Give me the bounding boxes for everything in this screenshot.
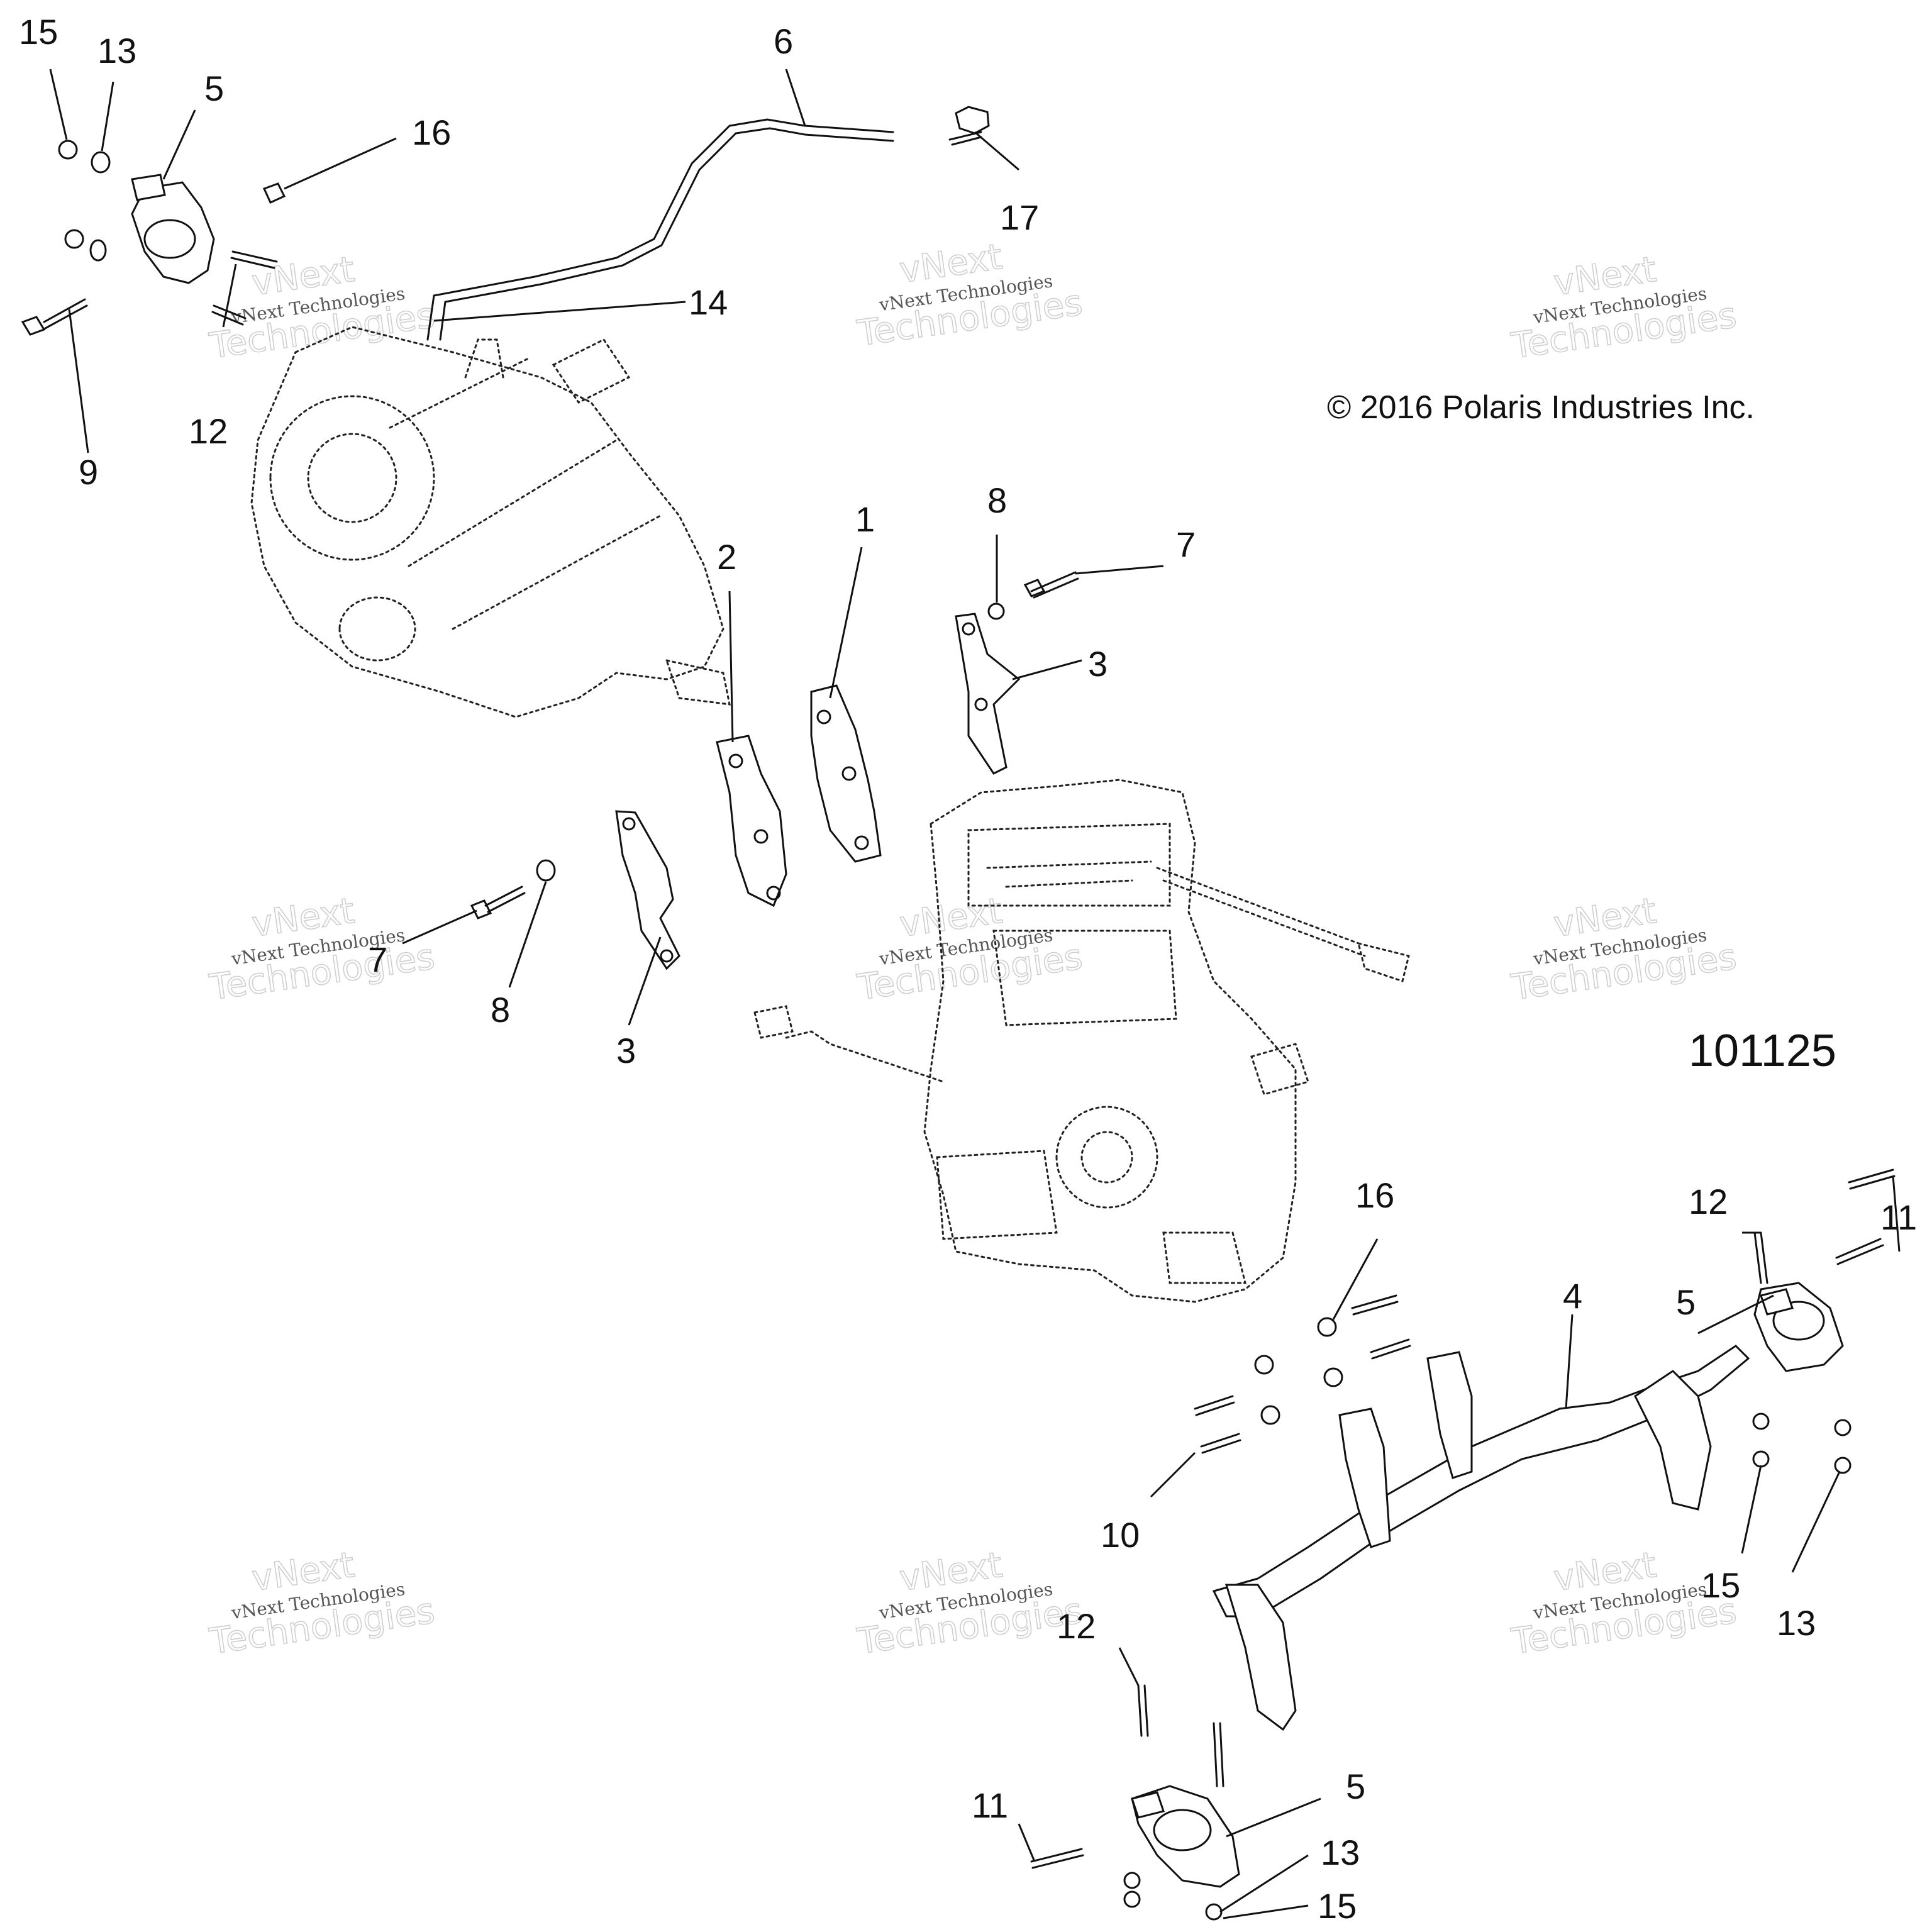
engine-illustration <box>753 779 1410 1303</box>
callout-5: 5 <box>1676 1282 1696 1322</box>
callout-5: 5 <box>204 69 224 108</box>
watermark: vNext vNext Technologies Technologies <box>1508 890 1740 1009</box>
callout-8: 8 <box>987 480 1007 520</box>
callout-13: 13 <box>1321 1833 1360 1872</box>
callout-12: 12 <box>1689 1182 1728 1221</box>
callout-13: 13 <box>97 31 136 70</box>
engine-mount-right <box>1752 1169 1896 1474</box>
callout-15: 15 <box>19 12 58 52</box>
callout-13: 13 <box>1777 1603 1816 1643</box>
watermark: vNext vNext Technologies Technologies <box>206 890 438 1009</box>
watermark: vNext vNext Technologies Technologies <box>854 1544 1085 1663</box>
watermark: vNext vNext Technologies Technologies <box>854 890 1085 1009</box>
callout-16: 16 <box>412 113 451 152</box>
callout-9: 9 <box>79 452 98 492</box>
bracket-2 <box>716 735 787 908</box>
callout-5: 5 <box>1346 1767 1365 1806</box>
callout-3: 3 <box>616 1031 636 1070</box>
watermark: vNext vNext Technologies Technologies <box>206 1544 438 1663</box>
engine-mount-top <box>131 174 215 284</box>
cross-member <box>1212 1345 1750 1731</box>
callouts: 15 13 5 16 6 17 14 12 9 8 7 1 2 3 7 8 3 … <box>19 12 1917 1926</box>
callout-15: 15 <box>1701 1565 1740 1605</box>
cable-clip <box>948 106 990 146</box>
callout-11: 11 <box>1880 1197 1917 1237</box>
callout-1: 1 <box>855 499 875 539</box>
callout-10: 10 <box>1101 1515 1140 1555</box>
engine-mount-bottom <box>1030 1684 1240 1921</box>
leader-lines <box>49 69 1901 1919</box>
callout-11: 11 <box>972 1785 1008 1825</box>
callout-3: 3 <box>1088 644 1108 684</box>
bracket-3-upper <box>955 613 1021 775</box>
callout-12: 12 <box>1057 1606 1096 1646</box>
callout-17: 17 <box>1000 197 1039 237</box>
diagram-number: 101125 <box>1689 1026 1836 1076</box>
callout-8: 8 <box>491 990 510 1030</box>
watermark: vNext vNext Technologies Technologies <box>854 236 1085 355</box>
callout-7: 7 <box>1176 525 1196 564</box>
callout-14: 14 <box>689 282 728 322</box>
callout-2: 2 <box>717 537 736 577</box>
callout-16: 16 <box>1355 1175 1394 1215</box>
transmission-illustration <box>250 326 731 718</box>
fastener-set-top-left <box>21 140 286 336</box>
bracket-3-lower <box>615 810 680 970</box>
watermark: vNext vNext Technologies Technologies <box>1508 248 1740 367</box>
fastener-set-center <box>1194 1294 1411 1454</box>
callout-7: 7 <box>368 940 387 979</box>
callout-4: 4 <box>1563 1276 1582 1316</box>
callout-12: 12 <box>189 411 228 451</box>
callout-6: 6 <box>774 21 793 61</box>
callout-15: 15 <box>1318 1886 1357 1926</box>
shift-cable <box>426 118 894 341</box>
bolts-7-8 <box>470 571 1079 919</box>
watermark-group: vNext vNext Technologies Technologies vN… <box>206 236 1740 1663</box>
copyright-notice: © 2016 Polaris Industries Inc. <box>1327 389 1755 426</box>
bracket-1 <box>810 684 882 863</box>
